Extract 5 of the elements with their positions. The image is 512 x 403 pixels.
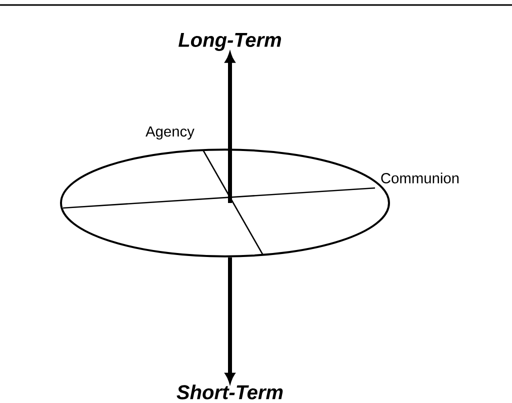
arrow [225,52,235,203]
arrow [225,257,235,383]
axis-name: Communion [381,172,459,184]
axis-label: Short-Term [176,384,283,400]
axis-label: Long-Term [178,33,281,51]
